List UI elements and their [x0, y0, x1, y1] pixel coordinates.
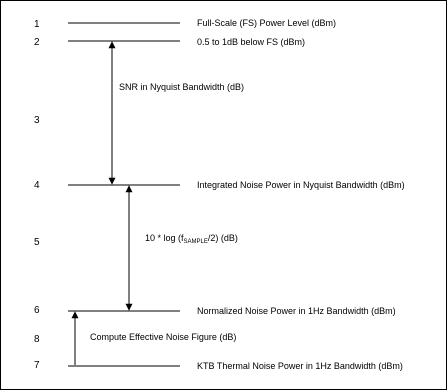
level-label-6: Normalized Noise Power in 1Hz Bandwidth … [197, 306, 396, 316]
snr-label: SNR in Nyquist Bandwidth (dB) [119, 82, 244, 92]
level-label-1: Full-Scale (FS) Power Level (dBm) [197, 18, 336, 28]
log-label: 10 * log (fSAMPLE/2) (dB) [145, 233, 238, 245]
row-number-6: 6 [34, 305, 40, 316]
noise-figure-label: Compute Effective Noise Figure (dB) [90, 332, 236, 342]
row-number-2: 2 [34, 37, 40, 48]
row-number-8: 8 [34, 334, 40, 345]
level-label-7: KTB Thermal Noise Power in 1Hz Bandwidth… [197, 361, 403, 371]
row-number-1: 1 [34, 19, 40, 30]
log-label-subscript: SAMPLE [184, 239, 208, 245]
level-label-2: 0.5 to 1dB below FS (dBm) [197, 37, 305, 47]
row-number-7: 7 [34, 360, 40, 371]
log-label-suffix: /2) (dB) [208, 233, 238, 243]
level-label-4: Integrated Noise Power in Nyquist Bandwi… [197, 180, 405, 190]
log-label-prefix: 10 * log (f [145, 233, 184, 243]
row-number-4: 4 [34, 180, 40, 191]
row-number-5: 5 [34, 237, 40, 248]
row-number-3: 3 [34, 115, 40, 126]
